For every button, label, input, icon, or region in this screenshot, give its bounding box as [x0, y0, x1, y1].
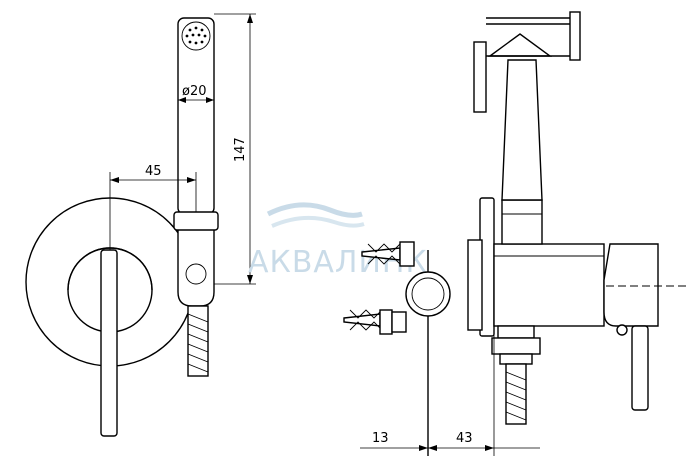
dim-wall-gap: 13 [372, 431, 389, 446]
holder-bracket [177, 227, 215, 307]
wall-anchor-lower [343, 309, 407, 335]
dim-offset: 45 [145, 164, 162, 179]
front-view: 147 ø20 45 [25, 13, 256, 437]
wall-anchor-upper [361, 241, 415, 267]
watermark-wave-icon [266, 202, 363, 218]
dim-depth: 43 [456, 431, 473, 446]
side-holder [501, 199, 543, 245]
side-body [493, 243, 605, 327]
side-connector [405, 271, 451, 317]
side-view: 13 43 [343, 11, 690, 456]
side-lever [603, 243, 659, 327]
dim-diameter: ø20 [182, 84, 207, 99]
dim-height: 147 [233, 137, 248, 162]
lever-handle [100, 249, 118, 437]
hose-left [187, 305, 209, 377]
side-hose-fitting [491, 325, 541, 425]
side-hand-shower [501, 59, 543, 201]
spray-head [181, 21, 211, 51]
